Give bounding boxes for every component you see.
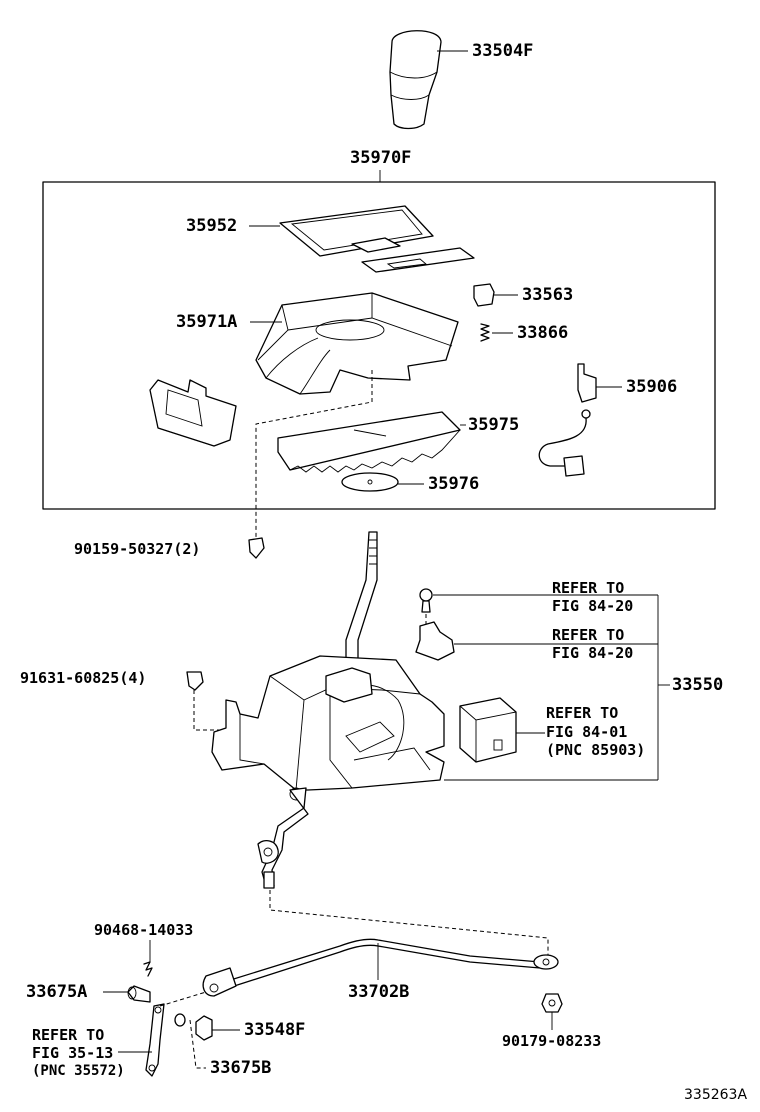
part-label-35975: 35975 [468, 415, 520, 435]
ref-note-2-line2: FIG 84-20 [552, 644, 634, 662]
ref-note-4-line1: REFER TO [32, 1026, 105, 1044]
figure-id: 335263A [684, 1087, 748, 1103]
part-label-91631: 91631-60825(4) [20, 669, 147, 687]
ref-note-3-line1: REFER TO [546, 704, 619, 722]
pin-33675A [103, 985, 151, 1003]
group-bracket-33550 [444, 595, 670, 781]
ref-note-1-line2: FIG 84-20 [552, 597, 634, 615]
clip-33563 [473, 283, 518, 307]
part-label-33563: 33563 [522, 285, 574, 305]
part-label-35971A: 35971A [176, 312, 238, 332]
control-lever-arm [257, 787, 309, 889]
shift-lever [345, 531, 378, 669]
ref-note-4-line3: (PNC 35572) [32, 1063, 125, 1079]
ref-note-4-line2: FIG 35-13 [32, 1044, 114, 1062]
control-cable [202, 938, 559, 997]
part-label-90468: 90468-14033 [94, 921, 194, 939]
selector-housing [250, 292, 459, 395]
part-label-33675A: 33675A [26, 982, 88, 1002]
indicator-plate [249, 205, 475, 273]
lever-33675B [118, 991, 207, 1077]
spring-33866 [480, 323, 513, 342]
plate-35975 [277, 411, 466, 473]
nut-90179 [541, 993, 563, 1030]
ecu-85903 [459, 697, 545, 763]
part-label-33504F: 33504F [472, 41, 534, 61]
part-label-90159: 90159-50327(2) [74, 540, 201, 558]
part-label-35976: 35976 [428, 474, 480, 494]
part-label-33702B: 33702B [348, 982, 410, 1002]
switch-35906 [538, 363, 622, 477]
part-label-35952: 35952 [186, 216, 238, 236]
ref-note-3-line2: FIG 84-01 [546, 723, 628, 741]
shift-knob [389, 30, 468, 130]
bushing-33548F [174, 1013, 240, 1041]
bolt-91631 [186, 671, 222, 731]
part-label-35970F: 35970F [350, 148, 412, 168]
part-label-33550: 33550 [672, 675, 724, 695]
ref-note-3-line3: (PNC 85903) [546, 741, 646, 759]
part-label-33675B: 33675B [210, 1058, 272, 1078]
bracket-fig84 [415, 621, 658, 661]
bolt-90159 [248, 537, 265, 559]
part-label-33548F: 33548F [244, 1020, 306, 1040]
assembly-box [42, 181, 716, 510]
part-label-90179: 90179-08233 [502, 1032, 602, 1050]
part-label-33866: 33866 [517, 323, 569, 343]
ref-note-2-line1: REFER TO [552, 626, 625, 644]
shifter-base [211, 655, 445, 801]
ref-note-1-line1: REFER TO [552, 579, 625, 597]
screw-fig84 [419, 588, 658, 630]
part-label-35906: 35906 [626, 377, 678, 397]
disc-35976 [341, 472, 424, 492]
clip-90468 [143, 940, 153, 977]
side-bracket [149, 379, 237, 447]
